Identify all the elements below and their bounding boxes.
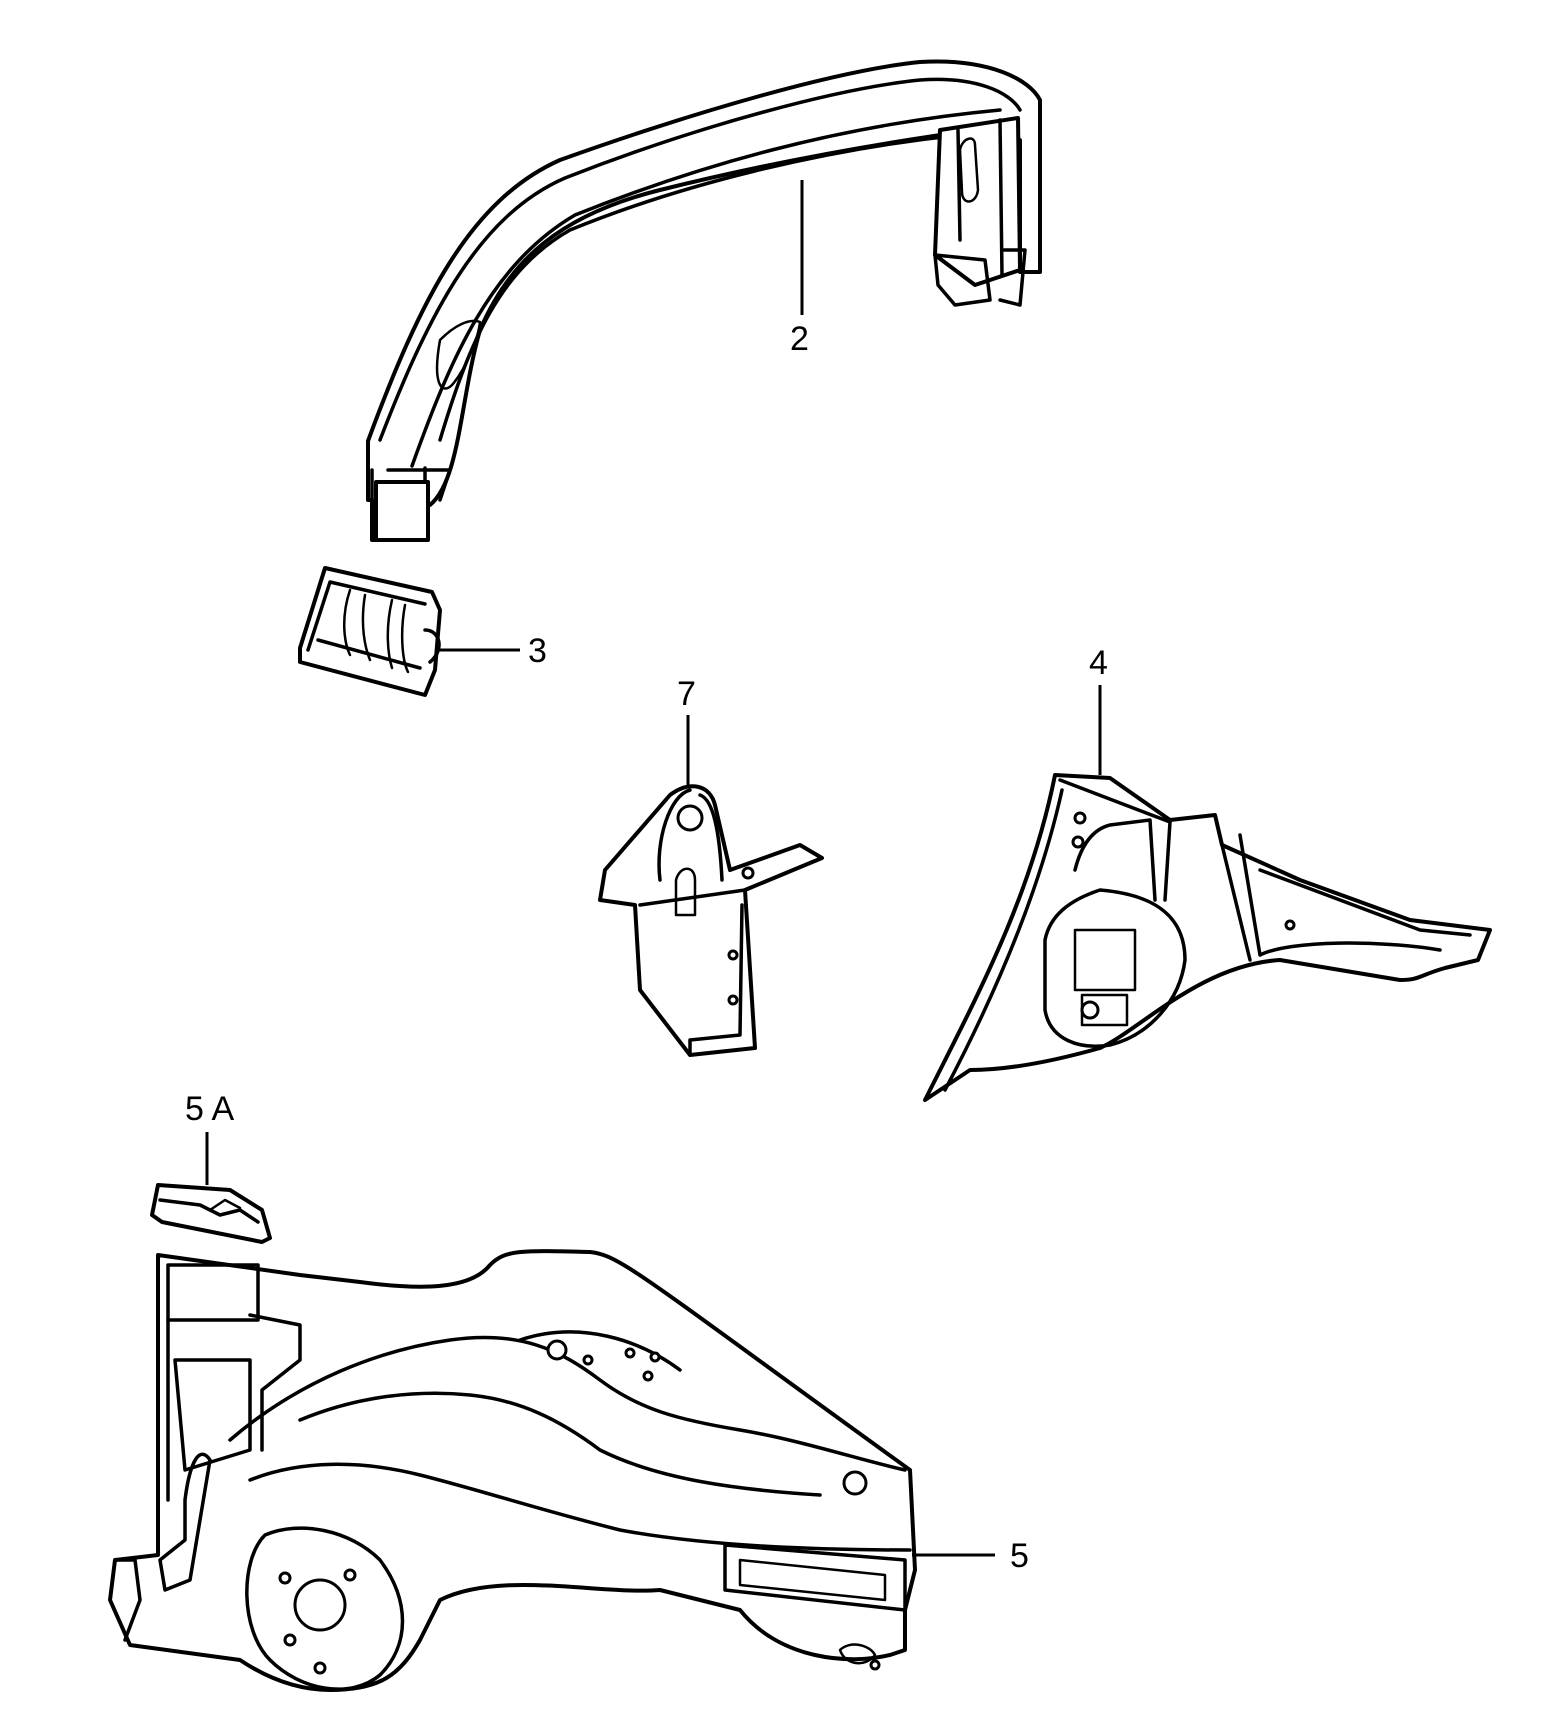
part-7-hinge-plate [598,784,824,1057]
callout-3: 3 [528,632,547,670]
callout-5a: 5 A [185,1090,234,1128]
callout-2: 2 [790,320,809,358]
part-2-roof-arch [366,59,1042,542]
part-5a-cap [150,1183,272,1244]
part-3-bracket [298,566,442,697]
part-5-side-panel [108,1249,917,1692]
callout-7: 7 [677,675,696,713]
part-4-inner-panel [923,773,1492,1102]
callout-5: 5 [1010,1537,1029,1575]
callout-4: 4 [1089,644,1108,682]
